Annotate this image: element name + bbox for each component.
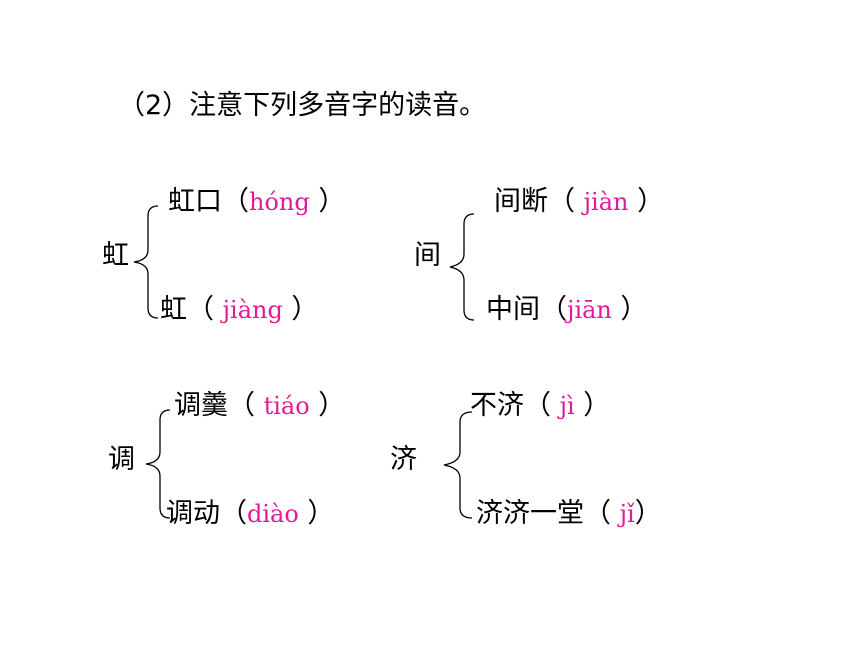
reading-item: 不济（ jì ） bbox=[470, 388, 610, 424]
close-paren: ） bbox=[282, 294, 319, 325]
brace bbox=[142, 408, 172, 520]
close-paren: ） bbox=[309, 390, 346, 421]
close-paren: ） bbox=[628, 186, 665, 217]
polyphone-char-tiao: 调 bbox=[108, 444, 135, 475]
word-label: 虹（ bbox=[160, 294, 223, 325]
close-paren: ） bbox=[611, 294, 648, 325]
polyphone-char-ji: 济 bbox=[390, 444, 417, 475]
word-label: 不济（ bbox=[470, 390, 560, 421]
brace bbox=[130, 204, 160, 320]
brace bbox=[446, 212, 476, 322]
reading-item: 中间（jiān ） bbox=[486, 292, 647, 328]
close-paren: ） bbox=[574, 390, 611, 421]
reading-item: 调动（diào ） bbox=[166, 496, 334, 532]
word-label: 济济一堂（ bbox=[476, 498, 620, 529]
reading-item: 济济一堂（ jǐ） bbox=[476, 496, 662, 532]
reading-item: 虹口（hóng ） bbox=[168, 184, 345, 220]
pinyin-text: jiàng bbox=[222, 296, 283, 324]
pinyin-text: jì bbox=[559, 392, 575, 420]
close-paren: ） bbox=[309, 186, 346, 217]
close-paren: ） bbox=[634, 498, 662, 529]
word-label: 调羹（ bbox=[174, 390, 264, 421]
pinyin-text: jiàn bbox=[583, 188, 629, 216]
close-paren: ） bbox=[298, 498, 335, 529]
reading-item: 间断（ jiàn ） bbox=[494, 184, 664, 220]
word-label: 中间（ bbox=[486, 294, 567, 325]
word-label: 间断（ bbox=[494, 186, 584, 217]
pinyin-text: hóng bbox=[249, 188, 310, 216]
polyphone-char-jian: 间 bbox=[414, 240, 441, 271]
word-label: 虹口（ bbox=[168, 186, 249, 217]
pinyin-text: jiān bbox=[567, 296, 612, 324]
pinyin-text: jǐ bbox=[619, 500, 635, 528]
word-label: 调动（ bbox=[166, 498, 247, 529]
reading-item: 虹（ jiàng ） bbox=[160, 292, 318, 328]
brace bbox=[440, 410, 474, 520]
polyphone-char-hong: 虹 bbox=[102, 240, 129, 271]
page-title: （2）注意下列多音字的读音。 bbox=[118, 90, 487, 121]
pinyin-text: tiáo bbox=[263, 392, 310, 420]
pinyin-text: diào bbox=[247, 500, 299, 528]
reading-item: 调羹（ tiáo ） bbox=[174, 388, 345, 424]
